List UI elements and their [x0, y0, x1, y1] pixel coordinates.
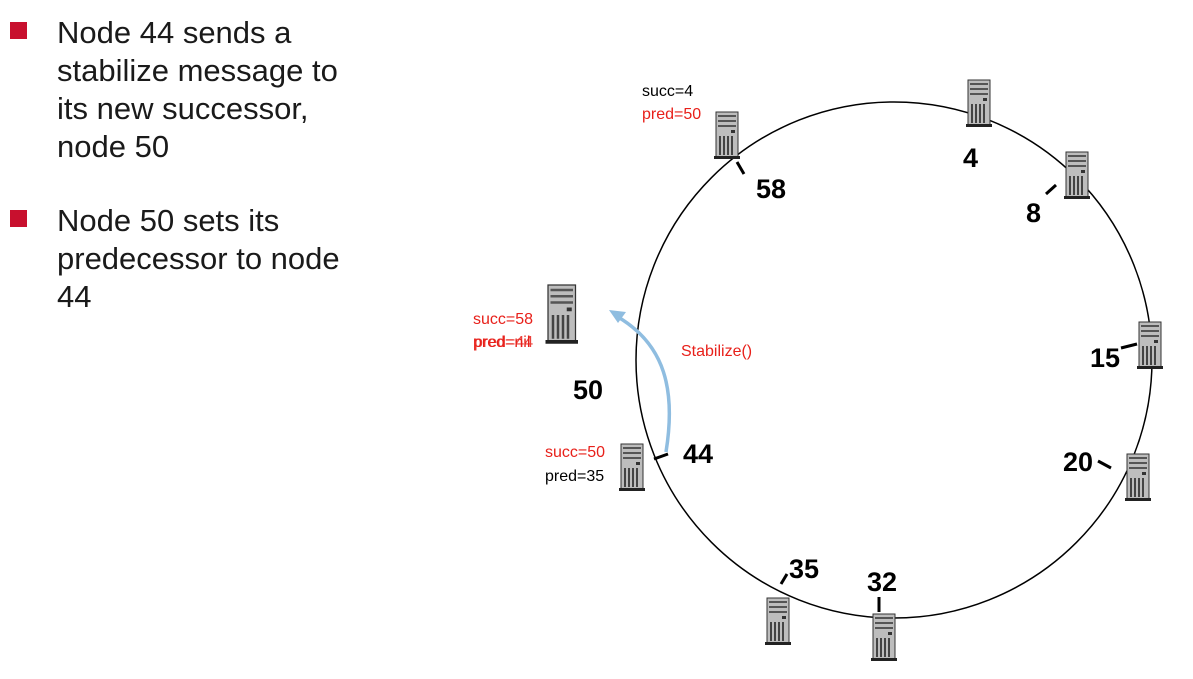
node-label-8: 8: [1026, 198, 1041, 228]
node-label-58: 58: [756, 174, 786, 204]
node44-succ-label: succ=50: [545, 444, 605, 461]
server-58-icon: [713, 111, 741, 160]
node50-succ-label: succ=58: [473, 311, 533, 328]
bullet-text: Node 50 sets its predecessor to node 44: [57, 203, 340, 314]
node-label-50: 50: [573, 375, 603, 405]
tick-58: [735, 161, 746, 175]
server-50-icon: [544, 284, 579, 345]
bullet-item: Node 50 sets its predecessor to node 44: [10, 202, 410, 316]
server-8-icon: [1063, 151, 1091, 200]
node-label-32: 32: [867, 567, 897, 597]
server-20-icon: [1124, 453, 1152, 502]
tick-35: [779, 573, 789, 585]
server-44-icon: [618, 443, 646, 492]
node50-pred-new-label: pred=44: [474, 334, 533, 351]
node-label-44: 44: [683, 439, 713, 469]
stabilize-arrow: [617, 315, 672, 453]
node50-pred-old-label: pred=nil: [473, 334, 530, 351]
node-label-20: 20: [1063, 447, 1093, 477]
tick-20: [1097, 459, 1112, 470]
node44-pred-label: pred=35: [545, 468, 604, 485]
server-32-icon: [870, 613, 898, 662]
bullet-text: Node 44 sends a stabilize message to its…: [57, 15, 338, 164]
ring-ticks: [653, 161, 1138, 612]
node58-pred-label: pred=50: [642, 106, 701, 123]
stabilize-arrowhead-icon: [609, 310, 626, 323]
node-label-15: 15: [1090, 343, 1120, 373]
node-label-35: 35: [789, 554, 819, 584]
stabilize-label: Stabilize(): [681, 343, 752, 360]
bullet-square-icon: [10, 22, 27, 39]
server-4-icon: [965, 79, 993, 128]
server-15-icon: [1136, 321, 1164, 370]
tick-8: [1044, 183, 1058, 196]
bullet-item: Node 44 sends a stabilize message to its…: [10, 14, 410, 166]
node-label-4: 4: [963, 143, 978, 173]
server-35-icon: [764, 597, 792, 646]
bullet-square-icon: [10, 210, 27, 227]
node58-succ-label: succ=4: [642, 83, 693, 100]
tick-15: [1120, 342, 1138, 350]
tick-44: [653, 452, 669, 461]
